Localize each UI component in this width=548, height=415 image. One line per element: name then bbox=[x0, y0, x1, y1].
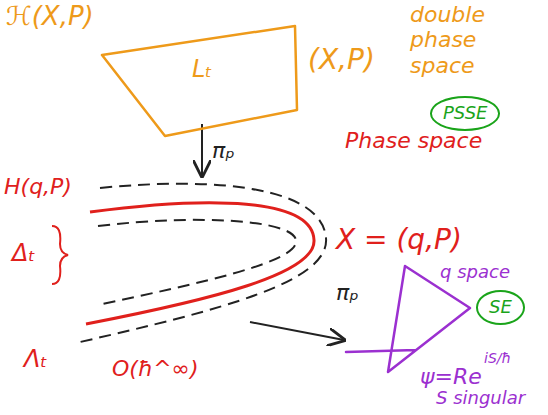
projection-label: πₚ bbox=[336, 280, 359, 305]
sheet-outline bbox=[102, 26, 297, 136]
note: S singular bbox=[436, 388, 525, 409]
tag-text: SE bbox=[489, 297, 512, 318]
tag-text: PSSE bbox=[443, 103, 487, 124]
neighbourhood-label: Δₜ bbox=[12, 240, 36, 268]
space-title: Phase space bbox=[345, 128, 482, 153]
circled-tag: SE bbox=[476, 290, 525, 325]
hamiltonian: H(q,P) bbox=[4, 174, 72, 199]
error-order: O(ħ^∞) bbox=[112, 356, 199, 381]
space-title: q space bbox=[440, 262, 510, 283]
space-name: ℋ(X,P) bbox=[6, 2, 94, 32]
phase-exponent: iS/ħ bbox=[484, 350, 511, 366]
projection-arrow bbox=[250, 322, 344, 340]
space-title: double phase space bbox=[410, 2, 510, 78]
tube-outer bbox=[80, 184, 326, 342]
sheet-label: Lₜ bbox=[192, 56, 212, 84]
projection-label: πₚ bbox=[212, 138, 235, 163]
coordinates: (X,P) bbox=[308, 44, 375, 76]
delta-brace bbox=[52, 226, 68, 284]
curve-label: Λₜ bbox=[24, 346, 48, 374]
tube-inner bbox=[98, 220, 296, 305]
projection-arrow bbox=[201, 124, 203, 176]
circled-tag: PSSE bbox=[430, 96, 500, 131]
wave-function: ψ=Re bbox=[420, 364, 482, 389]
coordinates: X = (q,P) bbox=[336, 224, 462, 256]
lagrangian-sheet: Lₜ bbox=[100, 22, 300, 140]
lagrangian-curve bbox=[86, 203, 314, 324]
